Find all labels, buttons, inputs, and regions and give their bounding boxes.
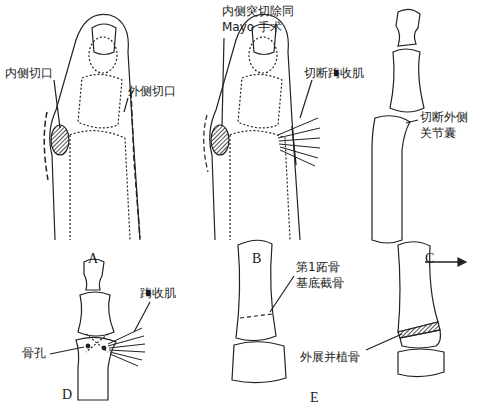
procedure-label: 内侧突切除同 Mayo 手术 (222, 4, 298, 35)
procedure-label: 切断外侧 关节囊 (420, 110, 472, 141)
incision-label: 外侧切口 (128, 84, 188, 100)
panel-letter: D (62, 386, 82, 404)
panel-letter: C (425, 250, 445, 268)
incision-label: 内侧切口 (5, 66, 65, 82)
muscle-label: 踇收肌 (140, 286, 190, 302)
procedure-label: 切断踇收肌 (304, 66, 374, 82)
osteotomy-label: 第1跖骨 基底截骨 (296, 260, 350, 291)
procedure-label: 外展并植骨 (300, 350, 370, 366)
panel-letter: A (88, 250, 108, 268)
panel-letter: E (310, 389, 330, 407)
panel-letter: B (252, 250, 272, 268)
bone-hole-label: 骨孔 (22, 346, 52, 362)
